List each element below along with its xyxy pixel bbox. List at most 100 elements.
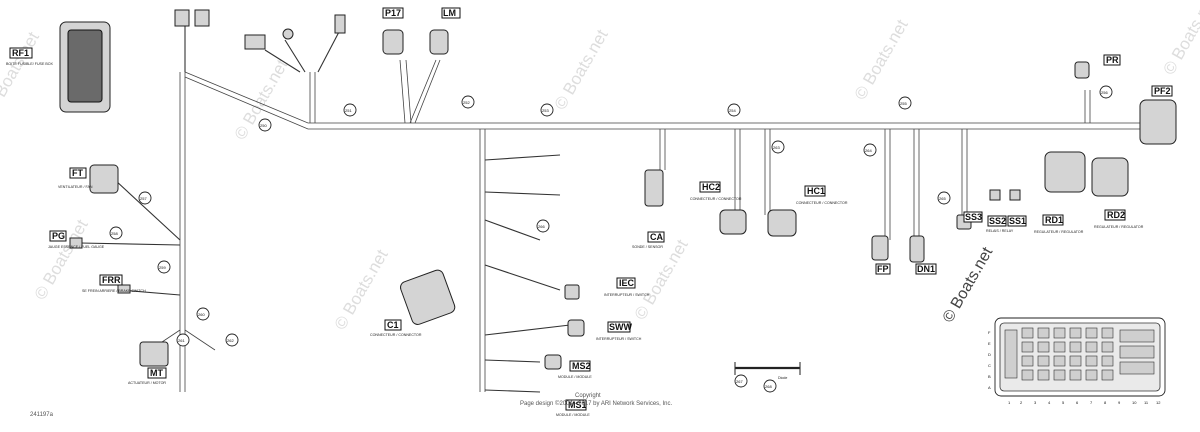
connector-top-left[interactable]	[174, 9, 346, 50]
tag-label: 264	[865, 148, 872, 153]
copyright-line-1: Copyright	[575, 393, 601, 399]
svg-text:2: 2	[1020, 400, 1023, 405]
fan-ft[interactable]: FT VENTILATEUR / FAN	[58, 164, 119, 194]
svg-text:9: 9	[1118, 400, 1121, 405]
component-id: MS2	[572, 361, 591, 371]
tag-label: 267	[736, 379, 743, 384]
relay-ss1[interactable]: SS1 RELAIS / RELAY	[986, 189, 1027, 233]
tag-label: 250	[260, 123, 267, 128]
tag-label: 262	[227, 338, 234, 343]
row-labels: F E D C B A	[988, 330, 991, 390]
switch-iec[interactable]: IEC INTERRUPTEUR / SWITCH	[564, 277, 650, 300]
svg-text:5: 5	[1062, 400, 1065, 405]
tag-label: 260	[198, 312, 205, 317]
component-caption: ACTUATEUR / MOTOR	[128, 381, 166, 385]
connector-pinout-panel[interactable]: 1 2 3 4 5 6 7 8 9 10 11 12 F E D C B A	[988, 317, 1166, 405]
component-id: MT	[150, 368, 163, 378]
svg-text:D: D	[988, 352, 991, 357]
component-id: CA	[650, 232, 663, 242]
brake-switch-frr[interactable]: FRR SE FREIN ARRIERE / BRAKE SWITCH	[82, 274, 146, 294]
tag-label: 265	[939, 196, 946, 201]
tag-label: 256	[1101, 90, 1108, 95]
watermark: © Boats.net	[631, 236, 692, 323]
component-id: PG	[52, 231, 65, 241]
pump-pf2[interactable]: PF2	[1139, 85, 1177, 145]
fuse-box-rf1[interactable]: RF1 BOITE FUSIBLE/ FUSE BOX	[6, 21, 111, 113]
component-caption: VENTILATEUR / FAN	[58, 185, 93, 189]
component-caption: SONDE / SENSOR	[632, 245, 663, 249]
component-caption: BOITE FUSIBLE/ FUSE BOX	[6, 62, 54, 66]
column-labels: 1 2 3 4 5 6 7 8 9 10 11 12	[1008, 400, 1161, 405]
component-id: LM	[443, 8, 456, 18]
component-id: SS2	[989, 216, 1006, 226]
svg-text:12: 12	[1156, 400, 1161, 405]
switch-sww[interactable]: SWW INTERRUPTEUR / SWITCH	[567, 319, 642, 341]
svg-text:F: F	[988, 330, 991, 335]
component-caption: CONNECTEUR / CONNECTOR	[370, 333, 422, 337]
component-caption: RELAIS / RELAY	[986, 229, 1014, 233]
svg-text:3: 3	[1034, 400, 1037, 405]
tag-label: 259	[159, 265, 166, 270]
connector-c1[interactable]: C1 CONNECTEUR / CONNECTOR	[370, 268, 456, 337]
sensor-ss3[interactable]: SS3	[956, 211, 983, 230]
gauge-pg[interactable]: PG JAUGE ESSENCE / FUEL GAUGE	[48, 230, 105, 249]
component-caption: INTERRUPTEUR / SWITCH	[596, 337, 642, 341]
component-id: RD2	[1107, 210, 1125, 220]
tag-label: 268	[765, 384, 772, 389]
socket-pr[interactable]: PR	[1074, 54, 1121, 79]
sensor-ca[interactable]: CA SONDE / SENSOR	[632, 169, 665, 249]
part-number: 241197a	[30, 412, 54, 418]
svg-text:A: A	[988, 385, 991, 390]
light-p17[interactable]: P17	[382, 7, 404, 55]
component-id: PR	[1106, 55, 1119, 65]
tag-layer: 250 251 252 253 254 255 256 257 258 259 …	[109, 85, 1113, 393]
regulator-rd2[interactable]: RD2 REGULATEUR / REGULATOR	[1091, 157, 1144, 229]
component-id: PF2	[1154, 86, 1171, 96]
svg-text:8: 8	[1104, 400, 1107, 405]
connector-hc2[interactable]: HC2 CONNECTEUR / CONNECTOR	[690, 181, 747, 235]
connector-lm[interactable]: LM	[429, 7, 461, 55]
watermark: © Boats.net	[851, 16, 912, 103]
component-id: IEC	[619, 278, 635, 288]
watermark: © Boats.net	[940, 244, 997, 326]
component-id: FP	[877, 264, 889, 274]
tag-label: 266	[538, 224, 545, 229]
svg-text:4: 4	[1048, 400, 1051, 405]
tag-label: 254	[729, 108, 736, 113]
module-ms2[interactable]: MS2 MODULE / MODULE	[544, 354, 592, 379]
component-id: HC1	[807, 186, 825, 196]
component-id: RF1	[12, 48, 29, 58]
component-id: C1	[387, 320, 399, 330]
component-caption: REGULATEUR / REGULATOR	[1034, 230, 1084, 234]
motor-mt[interactable]: MT ACTUATEUR / MOTOR	[128, 341, 169, 385]
component-caption: REGULATEUR / REGULATOR	[1094, 225, 1144, 229]
component-id: RD1	[1045, 215, 1063, 225]
tag-label: 252	[463, 100, 470, 105]
svg-text:C: C	[988, 363, 991, 368]
component-caption: MODULE / MODULE	[556, 413, 590, 417]
relay-ss2[interactable]: SS2	[987, 189, 1007, 227]
svg-text:B: B	[988, 374, 991, 379]
connector-hc1[interactable]: HC1 CONNECTEUR / CONNECTOR	[767, 185, 848, 237]
coil-fp[interactable]: FP	[871, 235, 891, 275]
component-id: FRR	[102, 275, 121, 285]
component-caption: INTERRUPTEUR / SWITCH	[604, 293, 650, 297]
module-ms1[interactable]: MS1 MODULE / MODULE	[556, 399, 590, 417]
tag-label: 261	[178, 338, 185, 343]
svg-text:E: E	[988, 341, 991, 346]
regulator-rd1[interactable]: RD1 REGULATEUR / REGULATOR	[1034, 151, 1086, 234]
tag-label: 258	[111, 231, 118, 236]
copyright-line-2: Page design ©2004 - 2017 by ARI Network …	[520, 400, 673, 407]
component-id: SS1	[1009, 216, 1026, 226]
pin-grid	[1004, 327, 1155, 381]
tag-label: 257	[140, 196, 147, 201]
component-id: FT	[72, 168, 83, 178]
tag-label: 263	[773, 145, 780, 150]
svg-text:6: 6	[1076, 400, 1079, 405]
sensor-dn1[interactable]: DN1	[909, 235, 937, 275]
component-id: MS1	[568, 400, 587, 410]
component-caption: SE FREIN ARRIERE / BRAKE SWITCH	[82, 289, 146, 293]
svg-text:7: 7	[1090, 400, 1093, 405]
diode-label: Diode	[778, 376, 787, 380]
